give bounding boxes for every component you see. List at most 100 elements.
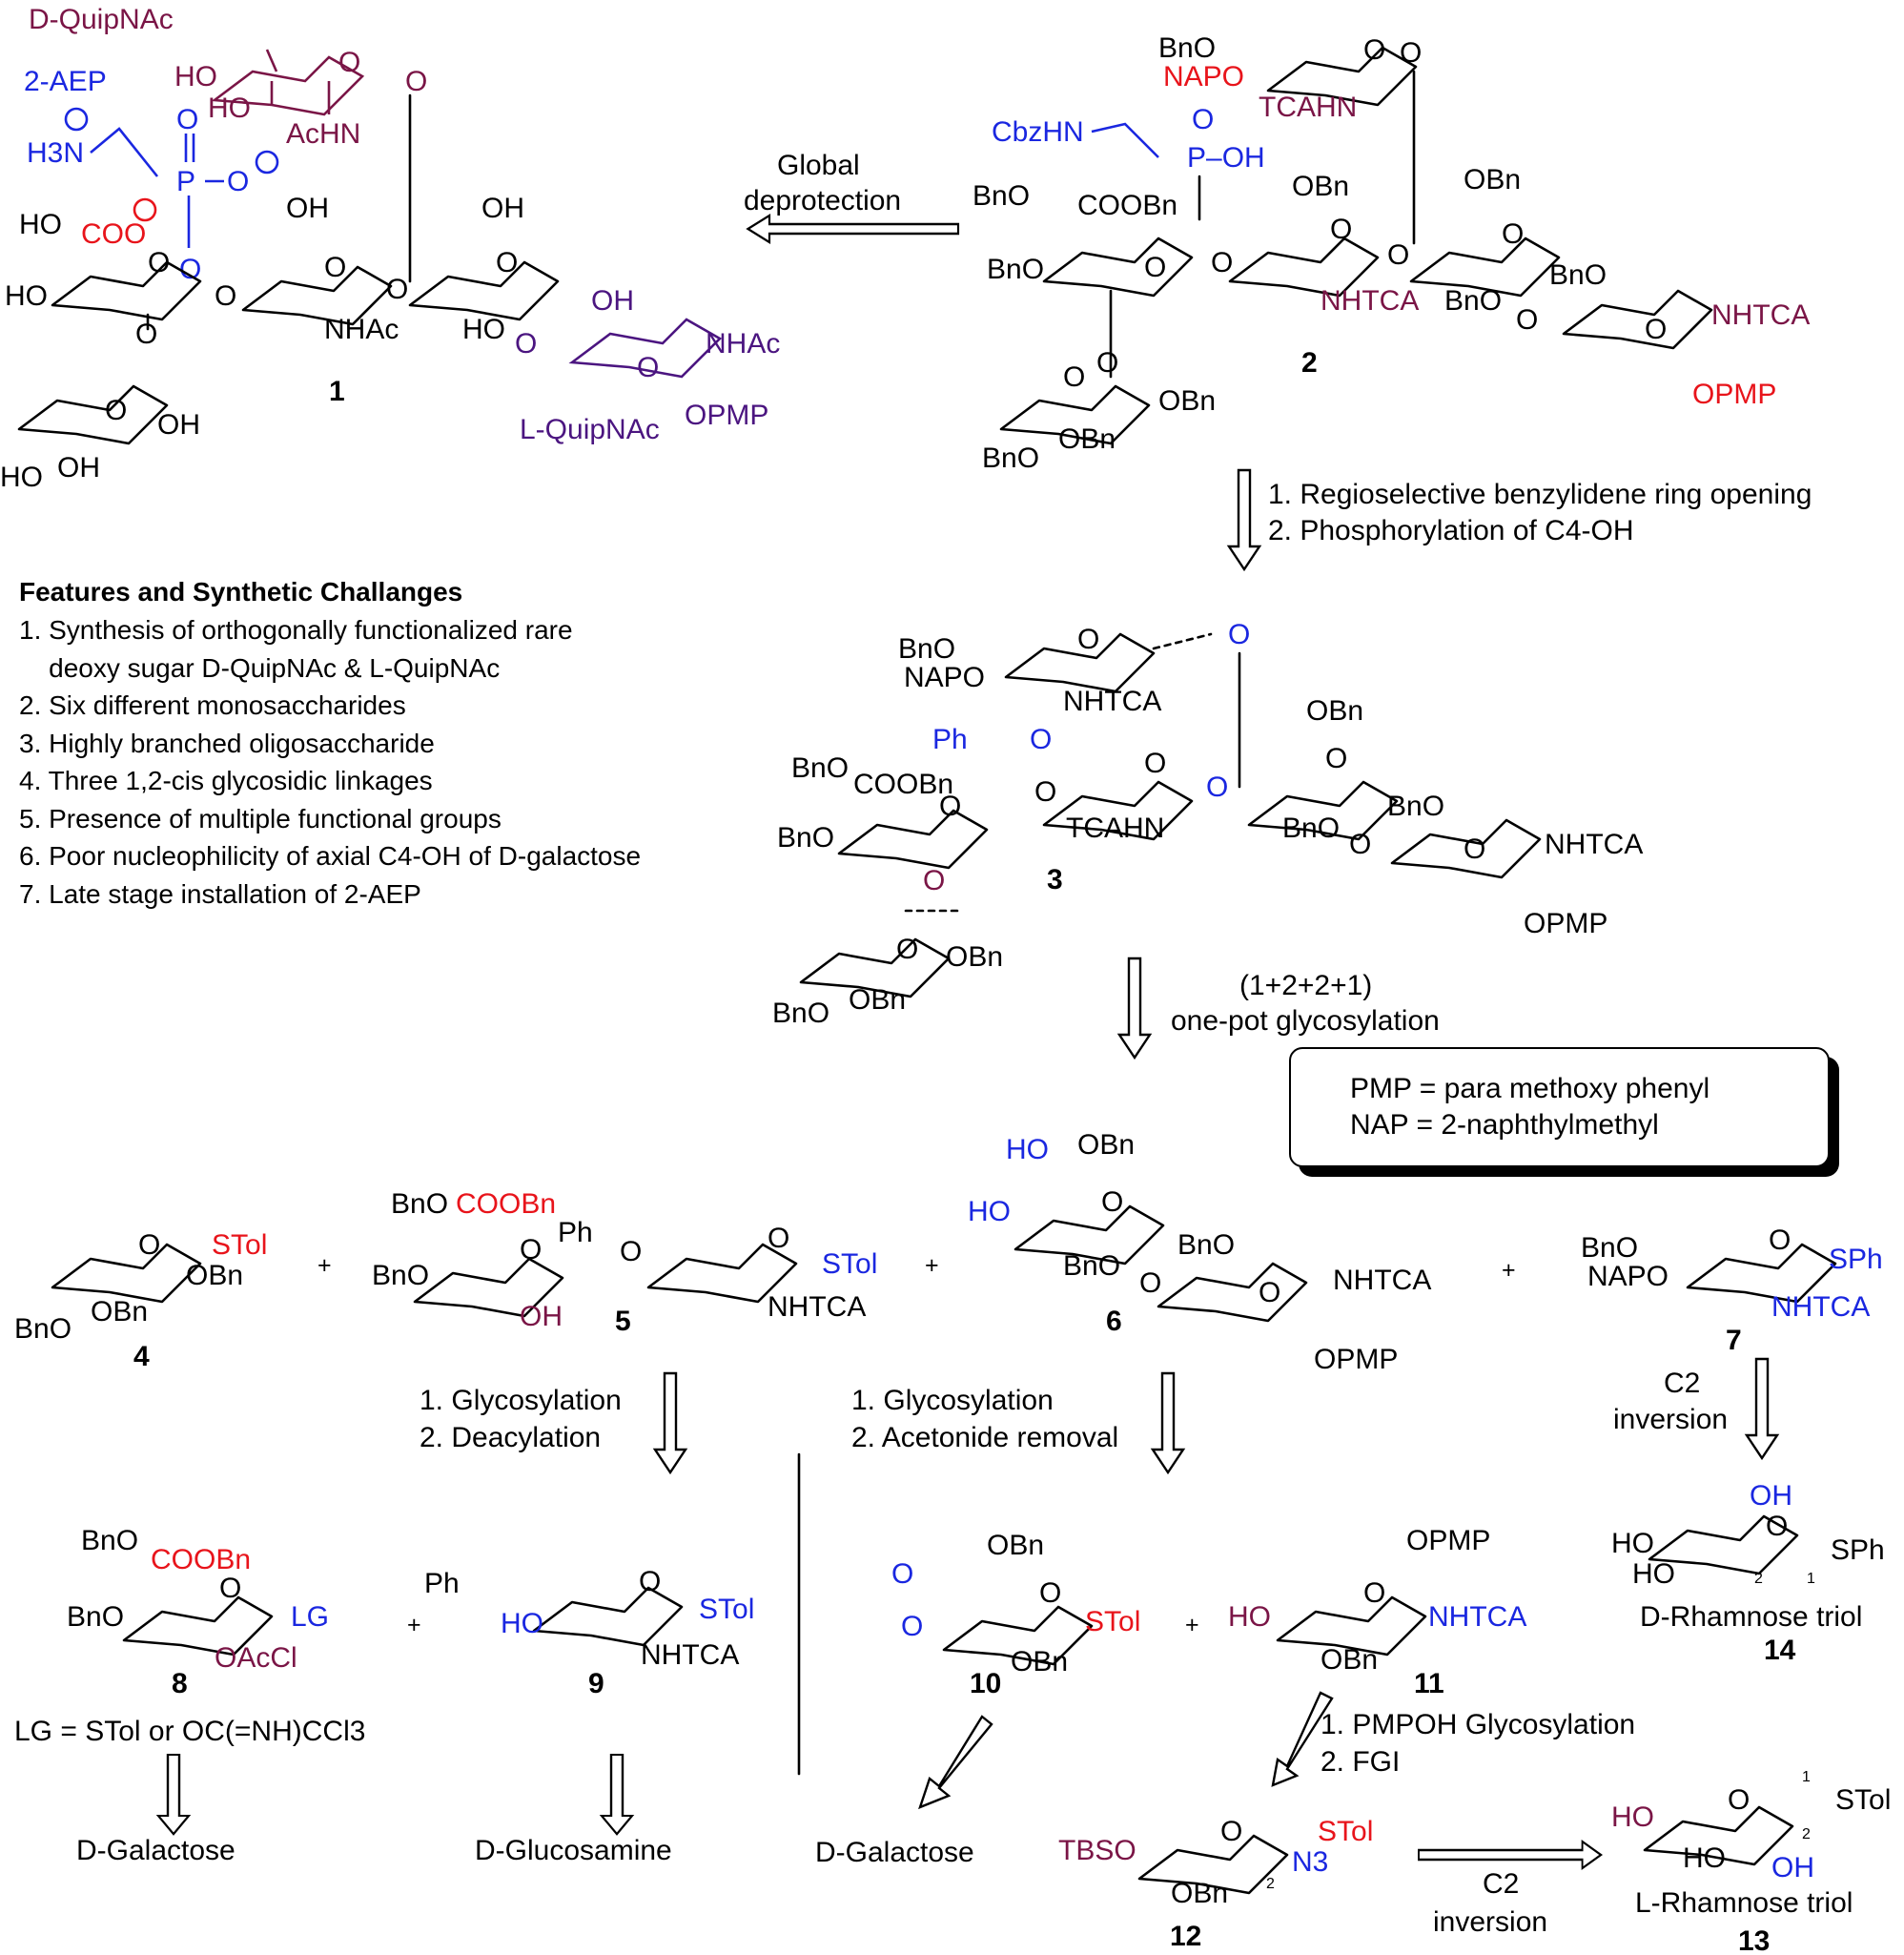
c5-nhtca: NHTCA bbox=[768, 1291, 866, 1323]
c3-obn-2: OBn bbox=[946, 941, 1003, 973]
c9-nhtca: NHTCA bbox=[641, 1639, 739, 1671]
source-d-glucosamine: D-Glucosamine bbox=[475, 1835, 672, 1866]
feature-item: 4. Three 1,2-cis glycosidic linkages bbox=[19, 766, 433, 795]
arrow-one-pot: (1+2+2+1) one-pot glycosylation bbox=[1117, 957, 1440, 1060]
c3-o-link-2: O bbox=[1034, 776, 1056, 808]
plus-2: + bbox=[925, 1252, 939, 1279]
c6-o-link: O bbox=[1139, 1267, 1161, 1299]
source-d-galactose-b: D-Galactose bbox=[815, 1837, 974, 1868]
features-list: Features and Synthetic Challanges 1. Syn… bbox=[19, 577, 763, 913]
c2-bno-4: BnO bbox=[1444, 285, 1502, 317]
c1-o-gal-ring: O bbox=[148, 247, 170, 278]
c1-ho-gal-1: HO bbox=[19, 209, 62, 240]
c3-nhtca-2: NHTCA bbox=[1545, 829, 1643, 860]
feature-item: 7. Late stage installation of 2-AEP bbox=[19, 878, 421, 909]
arrow-to-d-galactose-b: D-Galactose bbox=[815, 1715, 993, 1868]
c2-bno-3: BnO bbox=[987, 254, 1044, 285]
c1-oh-glc: OH bbox=[286, 193, 329, 224]
c2-o-link-4: O bbox=[1516, 304, 1538, 336]
c1-aep-label: 2-AEP bbox=[24, 66, 107, 97]
c1-o-glc-ring: O bbox=[324, 252, 346, 283]
c5-bno-1: BnO bbox=[391, 1188, 448, 1220]
c3-tcahn: TCAHN bbox=[1066, 813, 1164, 844]
feature-item: deoxy sugar D-QuipNAc & L-QuipNAc bbox=[19, 652, 501, 683]
c1-o-gal-link: O bbox=[215, 280, 236, 312]
c7-napo: NAPO bbox=[1587, 1261, 1669, 1292]
c6-o-ring-2: O bbox=[1259, 1277, 1280, 1308]
c13-ho-2: HO bbox=[1683, 1842, 1726, 1874]
c11-o-ring: O bbox=[1363, 1577, 1385, 1609]
features-title: Features and Synthetic Challanges bbox=[19, 577, 463, 607]
c3-o-ring-3: O bbox=[1325, 743, 1347, 774]
c6-o-ring-1: O bbox=[1101, 1186, 1123, 1218]
step-glyco-acetonide-2: 2. Acetonide removal bbox=[851, 1422, 1118, 1453]
c2-o-ring-3: O bbox=[1330, 214, 1352, 245]
c3-o-ring-4: O bbox=[1464, 833, 1485, 865]
compound-8: BnO COOBn BnO O LG OAcCl 8 bbox=[67, 1525, 329, 1699]
c3-opmp: OPMP bbox=[1524, 908, 1607, 939]
compound-2: BnO NAPO TCAHN O O CbzHN P–OH O BnO COOB… bbox=[972, 32, 1810, 474]
c3-o-ring-1: O bbox=[1077, 624, 1099, 655]
arrow-to-d-galactose-a: D-Galactose bbox=[76, 1753, 235, 1866]
c10-obn-1: OBn bbox=[987, 1530, 1044, 1561]
step-c2-inversion-a-1: C2 bbox=[1664, 1368, 1700, 1399]
c12-tbso: TBSO bbox=[1058, 1835, 1136, 1866]
arrow-ring-opening: 1. Regioselective benzylidene ring openi… bbox=[1227, 468, 1812, 571]
step-glyco-acetonide-1: 1. Glycosylation bbox=[851, 1385, 1054, 1416]
feature-item: 5. Presence of multiple functional group… bbox=[19, 803, 502, 833]
compound-9: Ph HO O STol NHTCA 9 bbox=[424, 1566, 754, 1699]
c2-o-ring-4: O bbox=[1502, 218, 1524, 250]
c2-o-ring-6: O bbox=[1063, 361, 1085, 393]
c2-cbzhn: CbzHN bbox=[992, 116, 1084, 148]
c3-bno-2: BnO bbox=[1282, 813, 1340, 844]
c2-coobn: COOBn bbox=[1077, 190, 1177, 221]
c3-obn-1: OBn bbox=[1306, 695, 1363, 727]
c4-bno: BnO bbox=[14, 1313, 72, 1345]
compound-2-number: 2 bbox=[1301, 347, 1318, 379]
step-one-pot-2: one-pot glycosylation bbox=[1171, 1005, 1440, 1037]
c3-o-ring-5: O bbox=[939, 791, 961, 822]
c8-lg: LG bbox=[291, 1601, 329, 1633]
c2-bno-5: BnO bbox=[1549, 259, 1607, 291]
c1-o-gal-fuc: O bbox=[135, 319, 157, 350]
step-glyco-deacyl-1: 1. Glycosylation bbox=[420, 1385, 622, 1416]
c1-o-fuc-ring: O bbox=[105, 395, 127, 426]
c2-nhtca-1: NHTCA bbox=[1321, 285, 1419, 317]
c6-ho-2: HO bbox=[968, 1196, 1011, 1227]
legend-nap: NAP = 2-naphthylmethyl bbox=[1350, 1109, 1659, 1141]
c6-bno-2: BnO bbox=[1177, 1229, 1235, 1261]
c6-bno-1: BnO bbox=[1063, 1250, 1120, 1282]
c9-o-ring: O bbox=[639, 1566, 661, 1597]
c12-o-ring: O bbox=[1220, 1816, 1242, 1847]
c1-ho-gal2: HO bbox=[462, 314, 505, 345]
c2-napo: NAPO bbox=[1163, 61, 1244, 93]
c2-o-link-2: O bbox=[1211, 247, 1233, 278]
c5-coobn: COOBn bbox=[456, 1188, 556, 1220]
arrow-to-d-glucosamine: D-Glucosamine bbox=[475, 1753, 672, 1866]
c9-ho: HO bbox=[501, 1608, 543, 1639]
c13-pos-2: 2 bbox=[1802, 1826, 1811, 1842]
c6-obn: OBn bbox=[1077, 1129, 1135, 1161]
c2-obn-4: OBn bbox=[1058, 423, 1116, 455]
c14-ho-1: HO bbox=[1611, 1528, 1654, 1559]
step-glyco-deacyl-2: 2. Deacylation bbox=[420, 1422, 601, 1453]
c8-bno-2: BnO bbox=[67, 1601, 124, 1633]
c7-o-ring: O bbox=[1769, 1224, 1791, 1256]
c1-p-o: O bbox=[176, 104, 198, 135]
plus-1: + bbox=[317, 1252, 332, 1279]
compound-8-number: 8 bbox=[172, 1668, 188, 1699]
c2-o-ring-5: O bbox=[1645, 314, 1667, 345]
compound-6: HO OBn HO O BnO O BnO O NHTCA OPMP 6 bbox=[968, 1129, 1431, 1375]
c2-obn-2: OBn bbox=[1464, 164, 1521, 196]
c13-oh: OH bbox=[1771, 1852, 1814, 1883]
abbreviation-legend: PMP = para methoxy phenyl NAP = 2-naphth… bbox=[1289, 1047, 1830, 1167]
c1-ho-2: HO bbox=[208, 93, 251, 124]
c2-obn-3: OBn bbox=[1158, 385, 1216, 417]
c1-achn: AcHN bbox=[286, 118, 360, 150]
c1-o-gal2-ring: O bbox=[496, 247, 518, 278]
compound-10: OBn O O O STol OBn 10 bbox=[891, 1530, 1140, 1699]
c1-o-link: O bbox=[405, 66, 427, 97]
c2-poh: P–OH bbox=[1187, 142, 1265, 174]
c1-p-o-link: O bbox=[179, 254, 201, 285]
c9-stol: STol bbox=[699, 1594, 754, 1625]
